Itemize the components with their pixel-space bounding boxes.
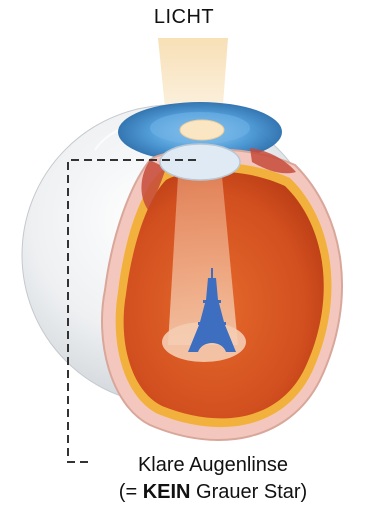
- caption: Klare Augenlinse (= KEIN Grauer Star): [78, 452, 348, 506]
- caption-emphasis: KEIN: [143, 481, 191, 503]
- light-label: LICHT: [0, 6, 368, 29]
- caption-line-1: Klare Augenlinse: [78, 452, 348, 479]
- caption-open: (=: [119, 481, 143, 503]
- caption-rest: Grauer Star): [191, 481, 308, 503]
- caption-line-2: (= KEIN Grauer Star): [78, 479, 348, 506]
